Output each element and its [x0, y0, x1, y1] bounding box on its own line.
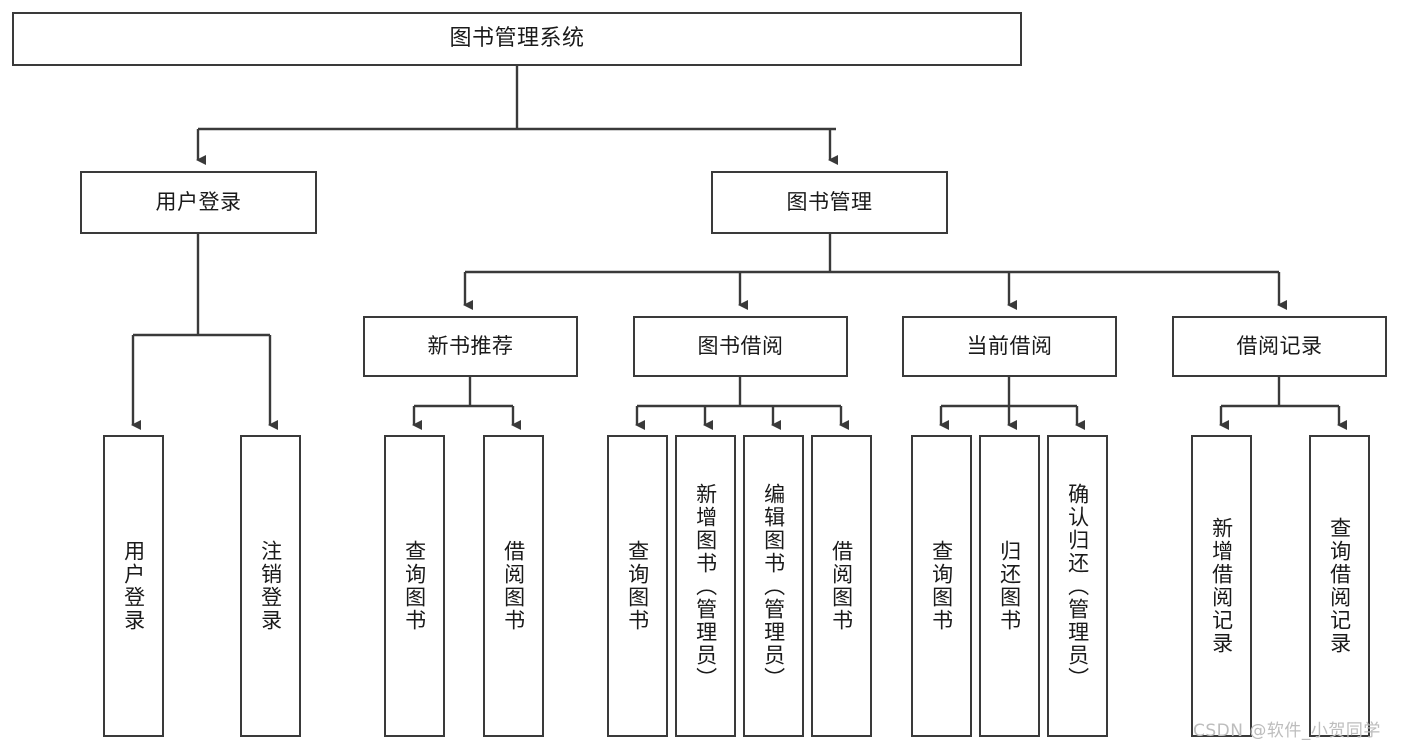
node-label: 归还图书 — [997, 540, 1022, 632]
node-label: 当前借阅 — [966, 333, 1053, 358]
node-book-management[interactable]: 图书管理 — [711, 171, 948, 234]
node-label: 用户登录 — [121, 540, 146, 632]
node-borrow-record[interactable]: 借阅记录 — [1172, 316, 1387, 377]
node-label: 查询图书 — [402, 540, 427, 632]
leaf-current-query-book[interactable]: 查询图书 — [911, 435, 972, 737]
node-label: 注销登录 — [258, 540, 283, 632]
node-book-borrow[interactable]: 图书借阅 — [633, 316, 848, 377]
node-label: 新增借阅记录 — [1209, 517, 1234, 655]
node-new-book-recommend[interactable]: 新书推荐 — [363, 316, 578, 377]
node-root-system[interactable]: 图书管理系统 — [12, 12, 1022, 66]
leaf-recommend-query-book[interactable]: 查询图书 — [384, 435, 445, 737]
node-label: 查询图书 — [929, 540, 954, 632]
node-label: 确认归还（管理员） — [1065, 482, 1090, 690]
node-label: 新书推荐 — [427, 333, 514, 358]
node-current-borrow[interactable]: 当前借阅 — [902, 316, 1117, 377]
node-label: 借阅图书 — [829, 540, 854, 632]
leaf-borrow-borrow-book[interactable]: 借阅图书 — [811, 435, 872, 737]
leaf-current-return-book[interactable]: 归还图书 — [979, 435, 1040, 737]
leaf-recommend-borrow-book[interactable]: 借阅图书 — [483, 435, 544, 737]
node-label: 借阅记录 — [1236, 333, 1323, 358]
node-label: 图书管理系统 — [449, 25, 585, 51]
leaf-user-login-login[interactable]: 用户登录 — [103, 435, 164, 737]
leaf-user-login-logout[interactable]: 注销登录 — [240, 435, 301, 737]
leaf-borrow-query-book[interactable]: 查询图书 — [607, 435, 668, 737]
node-user-login[interactable]: 用户登录 — [80, 171, 317, 234]
node-label: 新增图书（管理员） — [693, 482, 718, 690]
node-label: 用户登录 — [155, 189, 242, 214]
node-label: 编辑图书（管理员） — [761, 482, 786, 690]
leaf-record-query-record[interactable]: 查询借阅记录 — [1309, 435, 1370, 737]
node-label: 图书管理 — [786, 189, 873, 214]
node-label: 查询图书 — [625, 540, 650, 632]
leaf-current-confirm-return-admin[interactable]: 确认归还（管理员） — [1047, 435, 1108, 737]
leaf-borrow-add-book-admin[interactable]: 新增图书（管理员） — [675, 435, 736, 737]
node-label: 借阅图书 — [501, 540, 526, 632]
node-label: 查询借阅记录 — [1327, 517, 1352, 655]
node-label: 图书借阅 — [697, 333, 784, 358]
leaf-record-add-record[interactable]: 新增借阅记录 — [1191, 435, 1252, 737]
leaf-borrow-edit-book-admin[interactable]: 编辑图书（管理员） — [743, 435, 804, 737]
